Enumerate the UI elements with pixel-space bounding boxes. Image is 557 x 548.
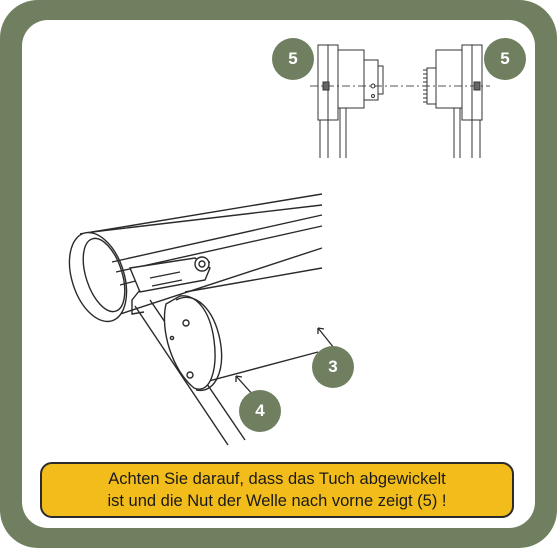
callout-5-right-label: 5	[500, 49, 510, 68]
end-cap	[68, 231, 128, 323]
instruction-note: Achten Sie darauf, dass das Tuch abgewic…	[40, 462, 514, 518]
leader-3	[317, 327, 335, 349]
callout-3: 3	[312, 346, 354, 388]
instruction-line-2: ist und die Nut der Welle nach vorne zei…	[107, 492, 447, 510]
callout-5-left: 5	[272, 38, 314, 80]
callout-5-right: 5	[484, 38, 526, 80]
groove-right	[473, 81, 481, 91]
callout-4-label: 4	[255, 401, 265, 420]
shaft-end-detail	[310, 44, 490, 158]
callout-5-left-label: 5	[288, 49, 298, 68]
callout-4: 4	[239, 390, 281, 432]
instruction-line-1: Achten Sie darauf, dass das Tuch abgewic…	[108, 470, 446, 488]
callout-3-label: 3	[328, 357, 338, 376]
groove-left	[322, 81, 330, 91]
roller-assembly	[68, 193, 335, 446]
